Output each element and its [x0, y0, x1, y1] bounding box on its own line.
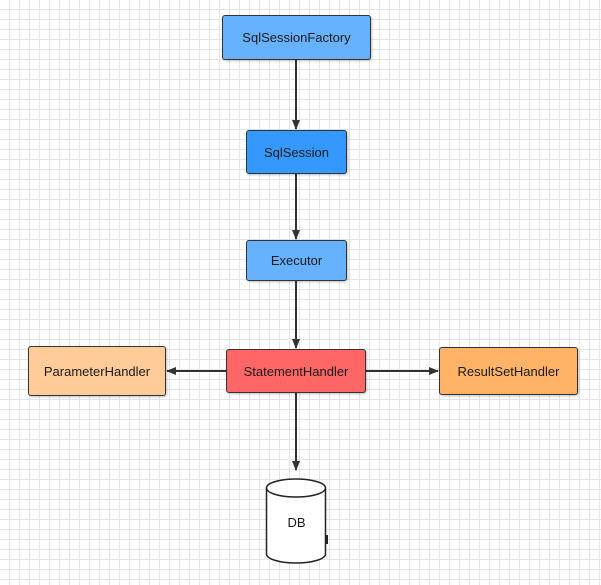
- parameter-handler-node[interactable]: ParameterHandler: [28, 346, 166, 396]
- db-cylinder: [265, 478, 328, 564]
- result-set-handler-node[interactable]: ResultSetHandler: [439, 347, 578, 395]
- sql-session-label: SqlSession: [263, 144, 330, 160]
- statement-handler-label: StatementHandler: [243, 363, 349, 379]
- sql-session-node[interactable]: SqlSession: [246, 130, 347, 174]
- sql-session-factory-node[interactable]: SqlSessionFactory: [222, 15, 371, 60]
- sql-session-factory-label: SqlSessionFactory: [242, 30, 351, 45]
- executor-label: Executor: [270, 253, 323, 268]
- result-set-handler-label: ResultSetHandler: [457, 363, 560, 379]
- parameter-handler-label: ParameterHandler: [43, 363, 151, 379]
- executor-node[interactable]: Executor: [246, 240, 347, 281]
- statement-handler-node[interactable]: StatementHandler: [226, 349, 366, 393]
- db-label[interactable]: DB: [287, 515, 306, 530]
